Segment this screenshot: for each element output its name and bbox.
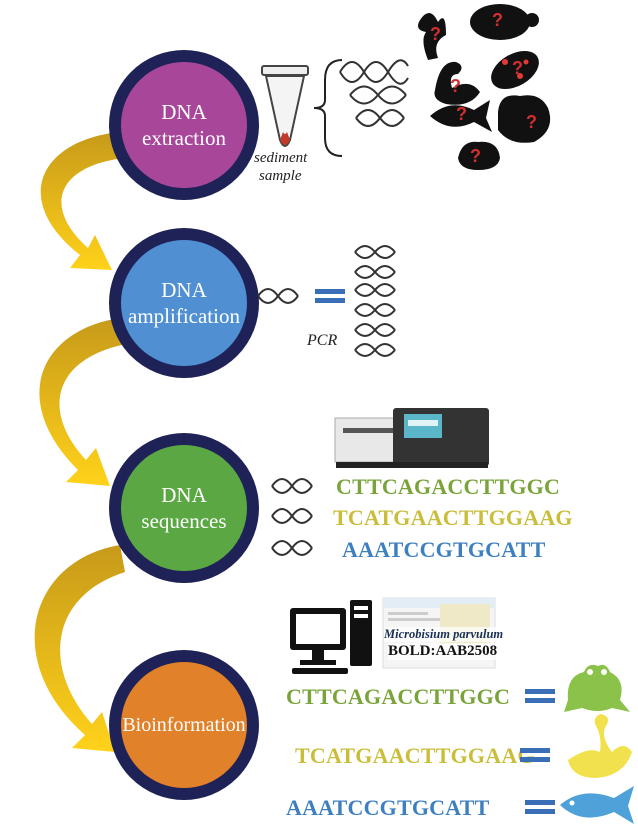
svg-text:?: ?	[512, 58, 523, 78]
arrow-sequences-to-bioinformation	[34, 545, 125, 752]
seaweed-icon	[418, 12, 446, 60]
bio-sequence-1: CTTCAGACCTTGGC	[286, 684, 511, 709]
equals-icon-bio-3	[525, 800, 555, 814]
sample-label: sample	[259, 168, 302, 184]
frog-icon-green	[564, 664, 630, 712]
equals-icon-amplification	[315, 289, 345, 303]
sediment-tube-icon	[261, 65, 309, 147]
fish-icon	[430, 100, 492, 132]
svg-text:?: ?	[456, 104, 467, 124]
equals-icon-bio-2	[520, 748, 550, 762]
sequence-3: AAATCCGTGCATT	[342, 537, 546, 562]
step-dna-sequences-label: DNA sequences	[141, 482, 227, 533]
brace-icon	[313, 59, 343, 157]
database-species: Microbisium parvulum	[384, 627, 504, 642]
organism-icons	[418, 4, 551, 170]
hand-icon	[498, 95, 551, 143]
sequence-1: CTTCAGACCTTGGC	[336, 474, 561, 499]
dna-sequence-icons	[271, 478, 313, 556]
swan-icon	[434, 61, 480, 105]
frog-icon	[458, 141, 500, 170]
sediment-label: sediment	[254, 150, 308, 166]
svg-text:?: ?	[492, 10, 503, 30]
pcr-label: PCR	[307, 332, 338, 349]
sequence-2: TCATGAACTTGGAAG	[333, 505, 573, 530]
bio-sequence-2: TCATGAACTTGGAAG	[295, 743, 535, 768]
dna-copies-icon	[354, 245, 396, 357]
bio-sequence-3: AAATCCGTGCATT	[286, 795, 490, 820]
database-bin: BOLD:AAB2508	[388, 643, 498, 660]
dna-input-icon	[257, 288, 299, 304]
sequencer-machine-icon	[334, 408, 489, 468]
equals-icon-bio-1	[525, 689, 555, 703]
svg-text:?: ?	[470, 146, 481, 166]
step-dna-amplification-label: DNA amplification	[128, 277, 240, 328]
svg-text:?: ?	[450, 76, 461, 96]
svg-text:?: ?	[526, 112, 537, 132]
arrow-extraction-to-amplification	[40, 132, 125, 270]
arrow-amplification-to-sequences	[39, 318, 122, 486]
fish-icon-blue	[560, 786, 634, 824]
step-bioinformation-label: Bioinformation	[122, 713, 246, 736]
swan-icon-yellow	[568, 714, 632, 778]
step-dna-extraction-label: DNA extraction	[142, 99, 226, 150]
svg-text:?: ?	[430, 24, 441, 44]
computer-icon	[290, 600, 372, 674]
dna-strand-icon	[339, 59, 409, 127]
turtle-icon	[470, 4, 530, 40]
